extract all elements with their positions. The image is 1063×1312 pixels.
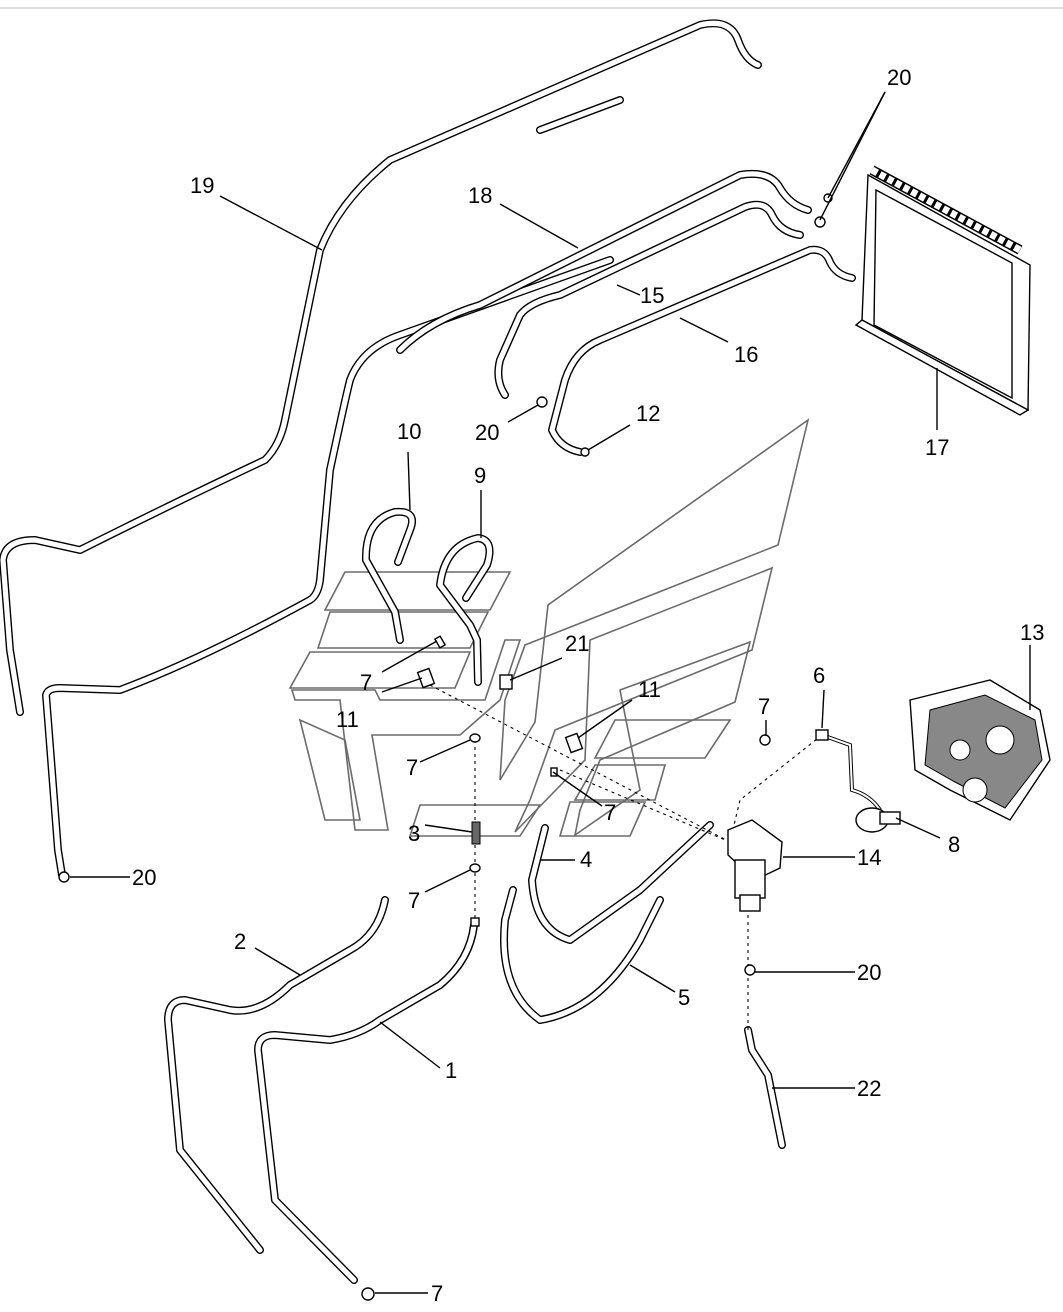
fuel-filter — [727, 819, 783, 912]
callout-labels: 19 18 20 15 16 17 20 12 10 9 7 11 21 11 … — [132, 65, 1044, 1306]
callout-1: 1 — [445, 1058, 457, 1083]
callout-18: 18 — [468, 183, 492, 208]
callout-22: 22 — [857, 1076, 881, 1101]
callout-20-mid: 20 — [475, 420, 499, 445]
callout-13: 13 — [1020, 620, 1044, 645]
callout-20-left: 20 — [132, 865, 156, 890]
leader-lines — [70, 91, 1031, 1294]
hand-primer-pump — [855, 807, 901, 833]
callout-10: 10 — [397, 419, 421, 444]
hose-5 — [500, 886, 664, 1024]
hose-18 — [396, 96, 812, 354]
callout-21: 21 — [565, 631, 589, 656]
hose-22 — [744, 1026, 786, 1149]
callout-7-c: 7 — [758, 694, 770, 719]
callout-5: 5 — [678, 985, 690, 1010]
callout-14: 14 — [857, 845, 881, 870]
hose-4 — [528, 821, 714, 944]
callout-7-b: 7 — [406, 755, 418, 780]
callout-3: 3 — [408, 821, 420, 846]
hose-16 — [548, 245, 856, 456]
callout-20-bottom: 20 — [857, 960, 881, 985]
radiator-cooler — [854, 165, 1031, 416]
callout-4: 4 — [580, 847, 592, 872]
callout-7-e: 7 — [408, 888, 420, 913]
hose-10 — [361, 507, 417, 644]
callout-7-a: 7 — [360, 670, 372, 695]
fuel-injection-pump — [909, 679, 1051, 821]
callout-17: 17 — [925, 435, 949, 460]
callout-6: 6 — [813, 663, 825, 688]
callout-7-d: 7 — [604, 800, 616, 825]
hose-2 — [164, 896, 389, 1254]
callout-20-top: 20 — [887, 65, 911, 90]
hose-15 — [494, 200, 804, 399]
callout-2: 2 — [234, 929, 246, 954]
callout-12: 12 — [636, 401, 660, 426]
hose-9 — [436, 534, 494, 686]
callout-11-a: 11 — [336, 707, 359, 732]
callout-15: 15 — [640, 283, 664, 308]
hose-19 — [0, 19, 762, 879]
callout-19: 19 — [190, 173, 214, 198]
watermark-logo — [288, 418, 810, 837]
callout-11-b: 11 — [638, 677, 661, 702]
callout-7-f: 7 — [431, 1281, 443, 1306]
callout-9: 9 — [474, 463, 486, 488]
callout-8: 8 — [948, 832, 960, 857]
callout-16: 16 — [734, 342, 758, 367]
hose-1 — [254, 921, 478, 1284]
